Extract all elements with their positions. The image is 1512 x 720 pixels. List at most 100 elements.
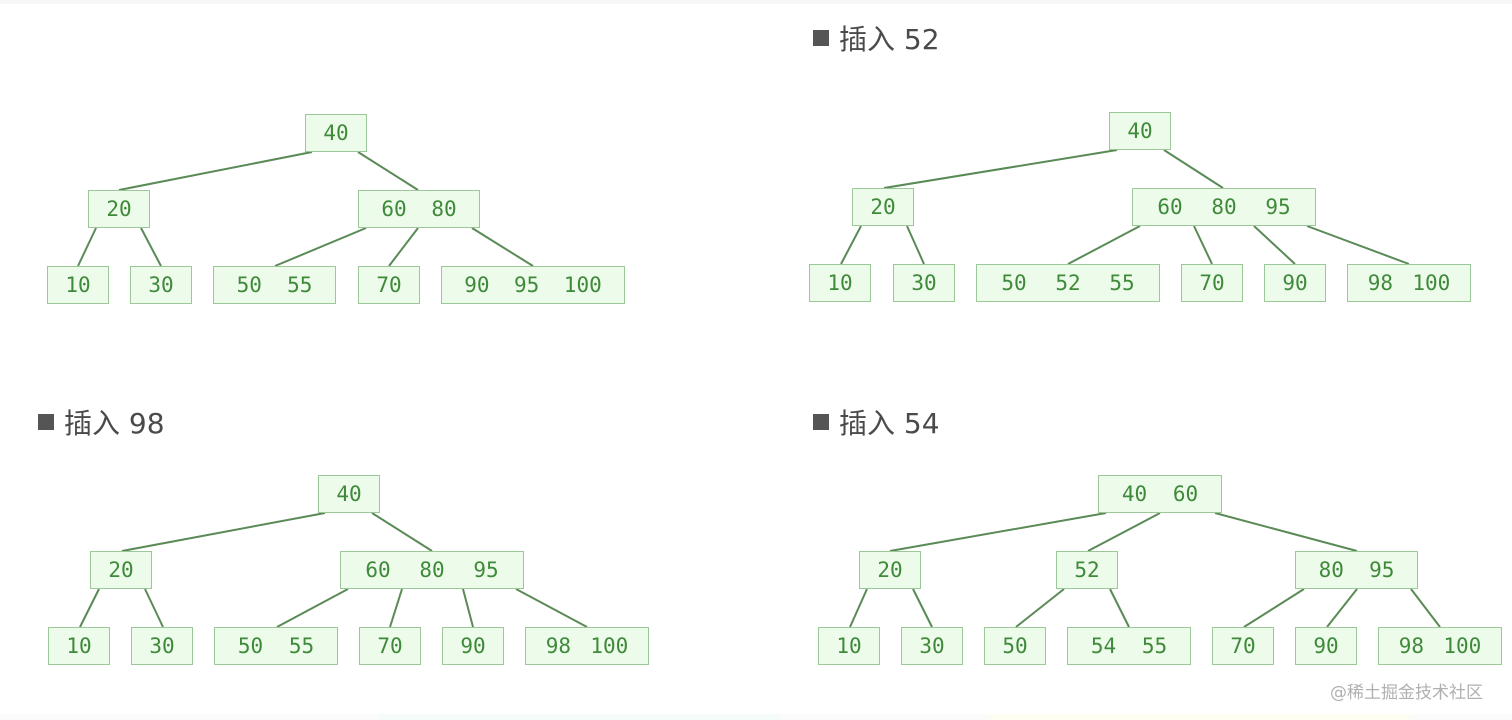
node-key: 55	[1109, 271, 1135, 295]
node-key: 55	[288, 634, 315, 658]
node-key: 60	[1157, 195, 1183, 219]
btree-node: 20	[90, 551, 152, 589]
node-key: 30	[919, 634, 945, 658]
btree-node: 98 100	[1378, 627, 1502, 665]
btree-node: 90	[442, 627, 504, 665]
tree-edge	[357, 151, 419, 191]
tree-edge	[388, 227, 419, 267]
node-key: 90	[464, 273, 490, 297]
tree-edge	[1163, 149, 1224, 189]
node-key: 52	[1074, 558, 1100, 582]
node-key: 40	[1127, 119, 1153, 143]
btree-node: 30	[130, 266, 192, 304]
btree-node: 50	[984, 627, 1046, 665]
node-key: 70	[1230, 634, 1256, 658]
btree-node: 52	[1056, 551, 1118, 589]
tree-edge	[840, 225, 862, 265]
node-key: 60	[365, 558, 391, 582]
node-key: 55	[1141, 634, 1168, 658]
btree-node: 70	[1212, 627, 1274, 665]
tree-edge	[389, 588, 403, 628]
tree-edge	[140, 227, 162, 267]
tree-edge	[1306, 225, 1410, 265]
tree-edge	[1410, 588, 1441, 628]
node-key: 98	[545, 634, 571, 658]
btree-node: 10	[818, 627, 880, 665]
btree-node: 30	[893, 264, 955, 302]
btree-node: 40	[318, 475, 380, 513]
node-key: 98	[1398, 634, 1424, 658]
bottom-strip-segment	[990, 714, 1410, 720]
btree-node: 70	[359, 627, 421, 665]
btree-node: 70	[1181, 264, 1243, 302]
tree-edge	[1067, 225, 1141, 265]
tree-edge	[274, 227, 367, 267]
tree-edge	[1015, 588, 1065, 628]
node-key: 40	[336, 482, 362, 506]
node-key: 30	[911, 271, 937, 295]
node-key: 100	[590, 634, 629, 658]
tree-edge	[144, 588, 164, 628]
node-key: 20	[870, 195, 896, 219]
node-key: 40	[1121, 482, 1148, 506]
node-key: 90	[460, 634, 486, 658]
node-key: 70	[376, 273, 402, 297]
btree-node: 20	[859, 551, 921, 589]
node-key: 50	[1002, 634, 1028, 658]
node-key: 70	[377, 634, 403, 658]
btree-node: 50 55	[214, 627, 338, 665]
node-key: 20	[108, 558, 134, 582]
btree-node: 10	[48, 627, 110, 665]
top-strip	[0, 0, 1512, 4]
panel-title: 插入 52	[813, 18, 940, 58]
panel-title-text: 插入 54	[839, 407, 940, 440]
node-key: 100	[1443, 634, 1482, 658]
btree-node: 30	[901, 627, 963, 665]
btree-node: 40 60	[1098, 475, 1222, 513]
btree-node: 20	[88, 190, 150, 228]
tree-edge	[121, 512, 326, 552]
node-key: 10	[65, 273, 91, 297]
node-key: 52	[1055, 271, 1081, 295]
node-key: 95	[1369, 558, 1395, 582]
node-key: 95	[473, 558, 499, 582]
bottom-strip-segment	[380, 714, 780, 720]
tree-edge	[118, 151, 313, 191]
tree-edge	[849, 588, 868, 628]
node-key: 20	[106, 197, 132, 221]
node-key: 30	[148, 273, 174, 297]
node-key: 95	[514, 273, 540, 297]
tree-edge	[276, 588, 349, 628]
node-key: 10	[827, 271, 853, 295]
node-key: 20	[877, 558, 903, 582]
btree-node: 70	[358, 266, 420, 304]
tree-edge	[1253, 225, 1296, 265]
bottom-strip	[0, 714, 1512, 720]
btree-node: 90	[1264, 264, 1326, 302]
tree-edge	[1326, 588, 1358, 628]
square-bullet-icon	[38, 414, 54, 430]
tree-edge	[471, 227, 534, 267]
tree-edge	[1193, 225, 1213, 265]
node-key: 55	[287, 273, 313, 297]
node-key: 90	[1282, 271, 1308, 295]
btree-node: 20	[852, 188, 914, 226]
square-bullet-icon	[813, 30, 829, 46]
tree-edge	[883, 149, 1118, 189]
node-key: 50	[237, 634, 264, 658]
square-bullet-icon	[813, 414, 829, 430]
tree-edge	[1243, 588, 1305, 628]
tree-edge	[79, 588, 100, 628]
btree-node: 90	[1295, 627, 1357, 665]
node-key: 60	[1172, 482, 1199, 506]
